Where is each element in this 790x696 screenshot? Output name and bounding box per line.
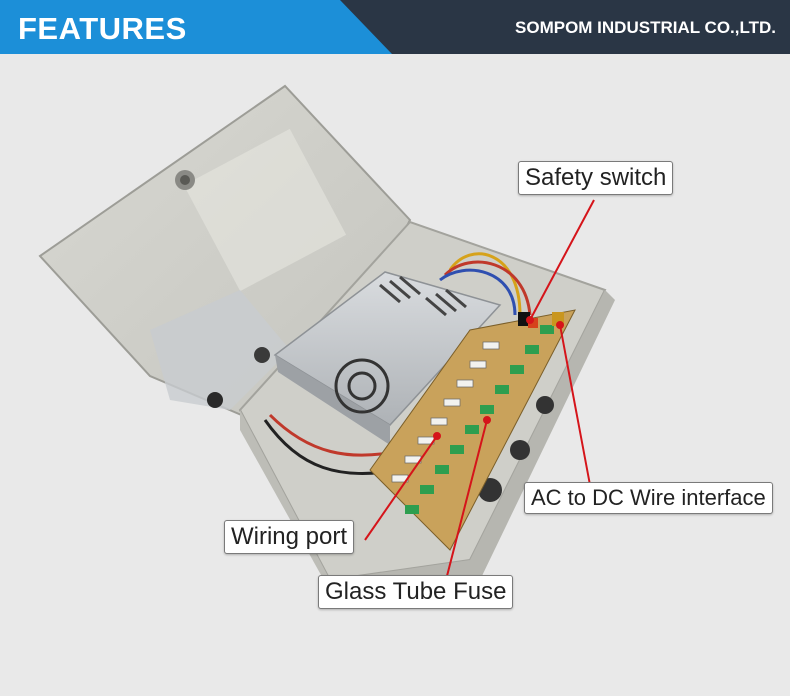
pointer-lines — [364, 199, 595, 577]
callout-safety-switch: Safety switch — [518, 161, 674, 195]
power-supply-module — [273, 271, 502, 445]
callout-label: Wiring port — [231, 523, 348, 550]
callout-label: Glass Tube Fuse — [325, 578, 507, 605]
callout-glass-tube-fuse: Glass Tube Fuse — [318, 575, 514, 609]
page-title: FEATURES — [18, 11, 187, 46]
ventilation-holes — [478, 396, 554, 502]
callout-ac-dc-wire-interface: AC to DC Wire interface — [524, 482, 773, 514]
terminal-board — [369, 309, 576, 551]
accessory-bag — [150, 290, 290, 410]
callout-wiring-port: Wiring port — [224, 520, 355, 554]
header-accent — [0, 0, 392, 54]
lock-icon — [175, 170, 195, 190]
product-photo — [38, 84, 615, 600]
callout-label: Safety switch — [525, 164, 667, 191]
callout-label: AC to DC Wire interface — [531, 485, 766, 510]
header-banner: FEATURES SOMPOM INDUSTRIAL CO.,LTD. — [0, 0, 790, 54]
company-name: SOMPOM INDUSTRIAL CO.,LTD. — [515, 18, 776, 37]
